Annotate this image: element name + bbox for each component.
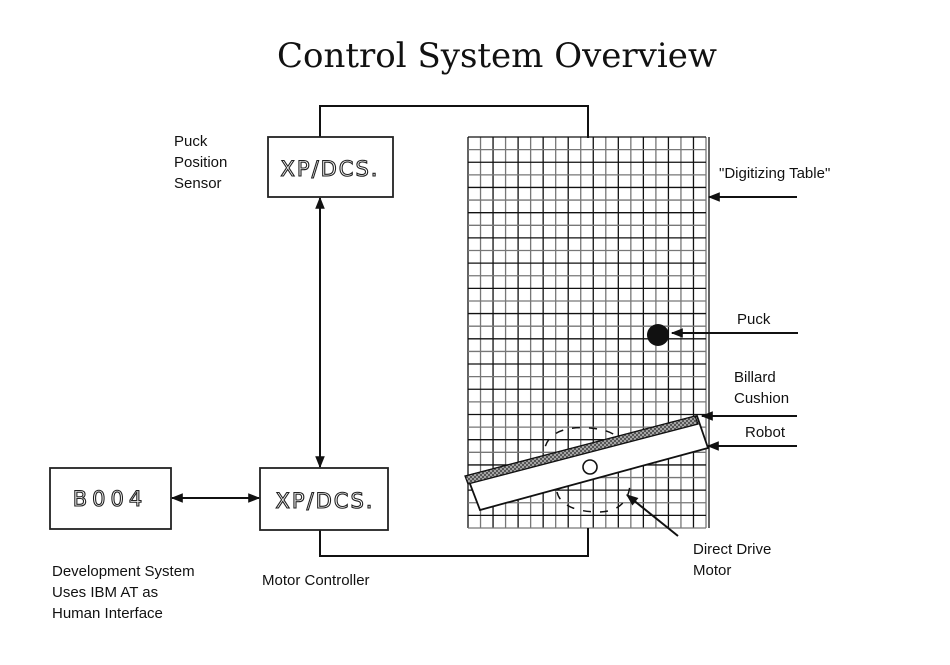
development-system-block: B004 (49, 467, 172, 530)
sensor-box-label: XP/DCS. (281, 157, 380, 181)
motor-label-line: Direct Drive (693, 541, 771, 558)
sensor-label: Puck Position Sensor (174, 133, 232, 192)
sensor-label-line: Position (174, 154, 227, 171)
billard-cushion (464, 415, 699, 485)
puck-position-sensor-block: XP/DCS. (267, 136, 394, 198)
puck-label: Puck (737, 311, 771, 328)
controller-to-table-line (319, 528, 589, 557)
dev-label-line: Uses IBM AT as (52, 584, 158, 601)
controller-box (259, 467, 389, 531)
cushion-label: Billard Cushion (734, 369, 789, 407)
motor-label: Direct Drive Motor (693, 541, 776, 579)
robot-label: Robot (745, 424, 786, 441)
table-label: "Digitizing Table" (719, 165, 830, 182)
dev-label: Development System Uses IBM AT as Human … (52, 563, 199, 622)
dev-box-label: B004 (73, 487, 148, 511)
motor-pivot (582, 459, 598, 475)
motor-callout-arrow (626, 494, 679, 537)
motor-label-line: Motor (693, 562, 731, 579)
robot-sweep-lower-dashed (556, 481, 631, 513)
sensor-to-table-line (319, 105, 589, 138)
dev-label-line: Human Interface (52, 605, 163, 622)
sensor-box (267, 136, 394, 198)
sensor-label-line: Sensor (174, 175, 222, 192)
controller-box-label: XP/DCS. (276, 489, 375, 513)
cushion-label-line: Cushion (734, 390, 789, 407)
robot-arm (464, 414, 710, 513)
diagram-title: Control System Overview (277, 36, 717, 76)
cushion-label-line: Billard (734, 369, 776, 386)
controller-label: Motor Controller (262, 572, 370, 589)
dev-label-line: Development System (52, 563, 195, 580)
dev-box (49, 467, 172, 530)
motor-controller-block: XP/DCS. (259, 467, 389, 531)
sensor-label-line: Puck (174, 133, 208, 150)
puck (647, 324, 669, 346)
